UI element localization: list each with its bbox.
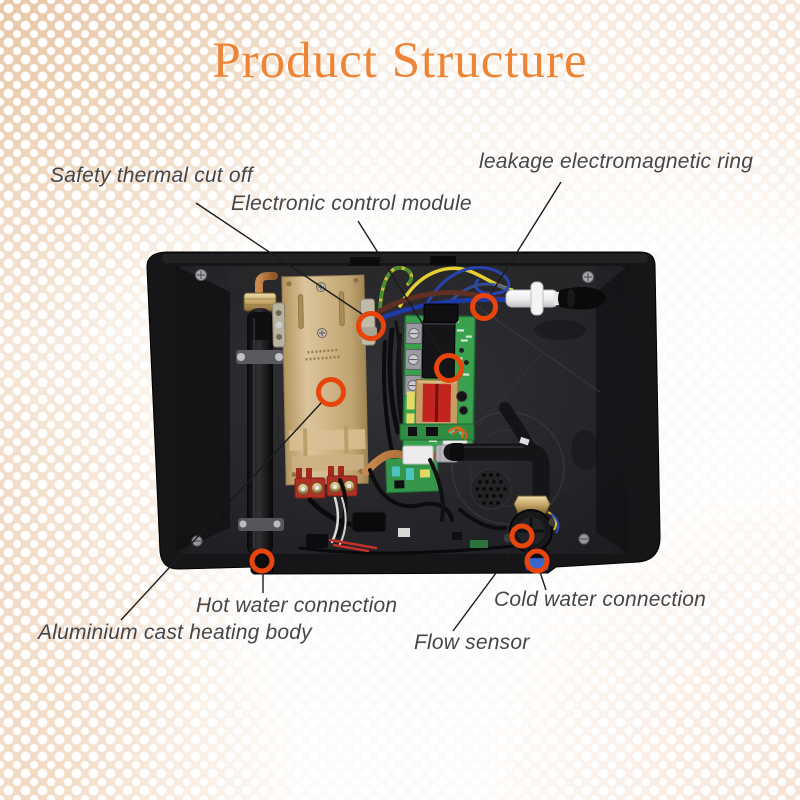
label-hot-water-connection: Hot water connection [196, 594, 398, 617]
copper-outlet-pipe [362, 449, 444, 476]
line-leakage-ring [488, 181, 562, 298]
cable-bundle [382, 320, 408, 454]
callout-lines [120, 181, 562, 632]
blue-wire-thick [379, 297, 515, 321]
brass-nut [513, 495, 551, 514]
label-safety-thermal-cut-off: Safety thermal cut off [50, 164, 253, 187]
white-clip [519, 436, 530, 446]
stamped-text-marks [305, 348, 342, 361]
white-wire [330, 496, 340, 544]
case-screw [191, 269, 594, 547]
orange-wire [447, 426, 465, 439]
mini-connector [398, 528, 410, 537]
gland-flange [530, 281, 544, 316]
power-cord-gland [505, 281, 606, 316]
copper-elbow [255, 272, 278, 300]
page-title: Product Structure [212, 33, 588, 89]
label-flow-sensor: Flow sensor [414, 631, 530, 654]
blue-wire [426, 266, 511, 304]
sensor-wire-yellow [547, 511, 557, 531]
marker-hot-water [249, 548, 275, 574]
marker-aluminium-body [316, 377, 346, 407]
connector-block [423, 303, 459, 323]
product-photo [146, 251, 661, 575]
small-box [306, 534, 328, 548]
marker-rings [249, 293, 550, 574]
label-leakage-electromagnetic-ring: leakage electromagnetic ring [479, 150, 754, 173]
marker-leakage-ring [470, 293, 498, 321]
marker-flow-sensor [509, 523, 535, 549]
label-aluminium-cast-heating-body: Aluminium cast heating body [38, 621, 312, 644]
line-flow-sensor [452, 545, 517, 632]
junction-box [351, 511, 387, 533]
pipe-clamp [238, 518, 284, 531]
line-safety-thermal [195, 202, 363, 315]
red-wire [328, 538, 378, 553]
pipe-clamp [236, 350, 284, 364]
marker-safety-thermal [356, 311, 386, 341]
label-electronic-control-module: Electronic control module [231, 192, 472, 215]
line-aluminium-body [120, 401, 323, 621]
line-electronic-module [357, 220, 444, 357]
label-cold-water-connection: Cold water connection [494, 588, 706, 611]
marker-electronic-module [434, 353, 464, 383]
line-cold-water [539, 571, 547, 591]
lower-board [362, 423, 475, 494]
wire-bundle [375, 266, 518, 323]
board-edge [470, 540, 488, 548]
speaker-grille [470, 468, 512, 510]
marker-cold-water [524, 548, 550, 574]
hot-water-pipe [236, 272, 284, 558]
ceramic-block [402, 445, 434, 465]
sensor-wire-blue [550, 513, 560, 534]
